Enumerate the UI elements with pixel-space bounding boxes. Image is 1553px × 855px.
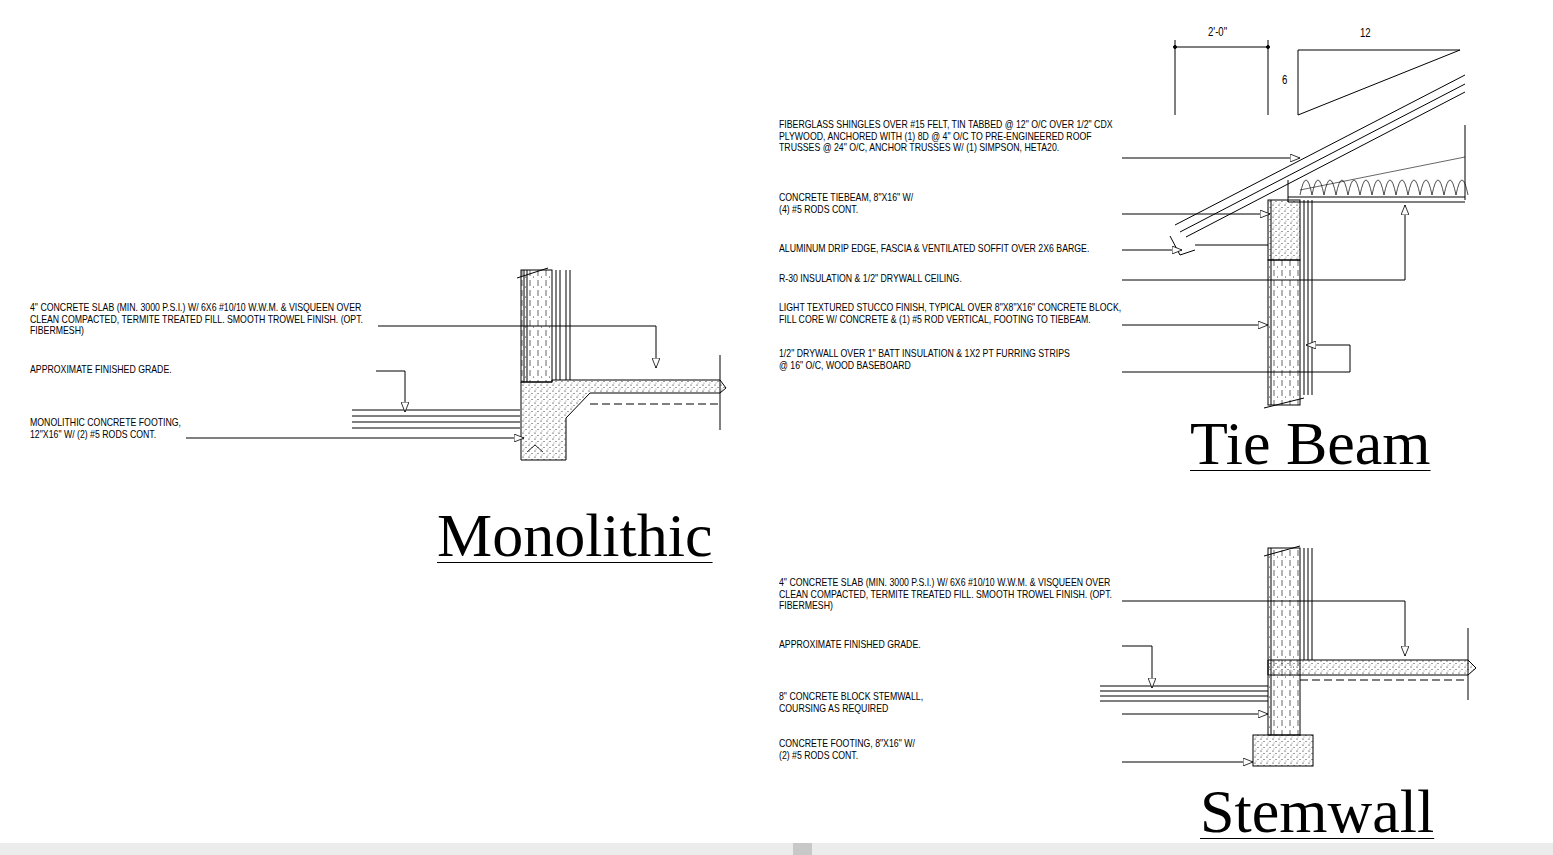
leader-line	[1122, 601, 1405, 762]
callout-note: APPROXIMATE FINISHED GRADE.	[30, 364, 230, 376]
scroll-bar	[0, 843, 1553, 855]
callout-note: ALUMINUM DRIP EDGE, FASCIA & VENTILATED …	[779, 243, 1109, 255]
callout-note: LIGHT TEXTURED STUCCO FINISH, TYPICAL OV…	[779, 302, 1129, 325]
dimension-text: 6	[1282, 74, 1287, 87]
monolithic-section	[352, 268, 726, 460]
leader-line	[186, 326, 656, 438]
callout-note: FIBERGLASS SHINGLES OVER #15 FELT, TIN T…	[779, 119, 1124, 154]
callout-note: 8" CONCRETE BLOCK STEMWALL, COURSING AS …	[779, 691, 939, 714]
detail-heading: Tie Beam	[1190, 410, 1431, 476]
detail-heading: Monolithic	[437, 502, 713, 568]
callout-note: R-30 INSULATION & 1/2" DRYWALL CEILING.	[779, 273, 999, 285]
dimension-text: 2'-0"	[1208, 26, 1227, 39]
leader-line	[1122, 158, 1405, 372]
scroll-thumb	[793, 843, 812, 855]
callout-note: CONCRETE FOOTING, 8"X16" W/ (2) #5 RODS …	[779, 738, 919, 761]
callout-note: 1/2" DRYWALL OVER 1" BATT INSULATION & 1…	[779, 348, 1079, 371]
callout-note: 4" CONCRETE SLAB (MIN. 3000 P.S.I.) W/ 6…	[30, 302, 380, 337]
callout-note: CONCRETE TIEBEAM, 8"X16" W/ (4) #5 RODS …	[779, 192, 919, 215]
tie-beam-section	[1170, 40, 1468, 408]
detail-heading: Stemwall	[1200, 778, 1434, 844]
callout-note: APPROXIMATE FINISHED GRADE.	[779, 639, 979, 651]
callout-note: MONOLITHIC CONCRETE FOOTING, 12"X16" W/ …	[30, 417, 190, 440]
callout-note: 4" CONCRETE SLAB (MIN. 3000 P.S.I.) W/ 6…	[779, 577, 1129, 612]
stemwall-section	[1100, 546, 1476, 766]
dimension-text: 12	[1360, 27, 1371, 40]
